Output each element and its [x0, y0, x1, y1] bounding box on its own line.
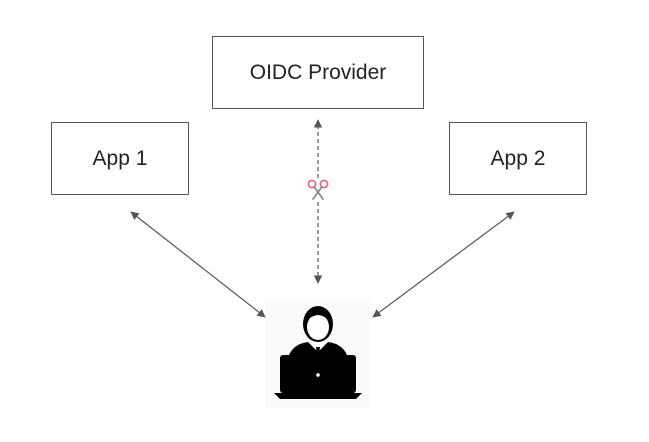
user-laptop-icon	[266, 300, 370, 408]
app1-node: App 1	[51, 122, 189, 195]
oidc-provider-node: OIDC Provider	[212, 36, 424, 109]
edge-user-app2	[372, 211, 515, 318]
scissors-icon	[307, 179, 329, 200]
app2-label: App 2	[490, 146, 546, 170]
edge-user-app1	[130, 211, 266, 318]
oidc-provider-label: OIDC Provider	[249, 60, 387, 84]
app1-label: App 1	[92, 146, 148, 170]
app2-node: App 2	[449, 122, 587, 195]
